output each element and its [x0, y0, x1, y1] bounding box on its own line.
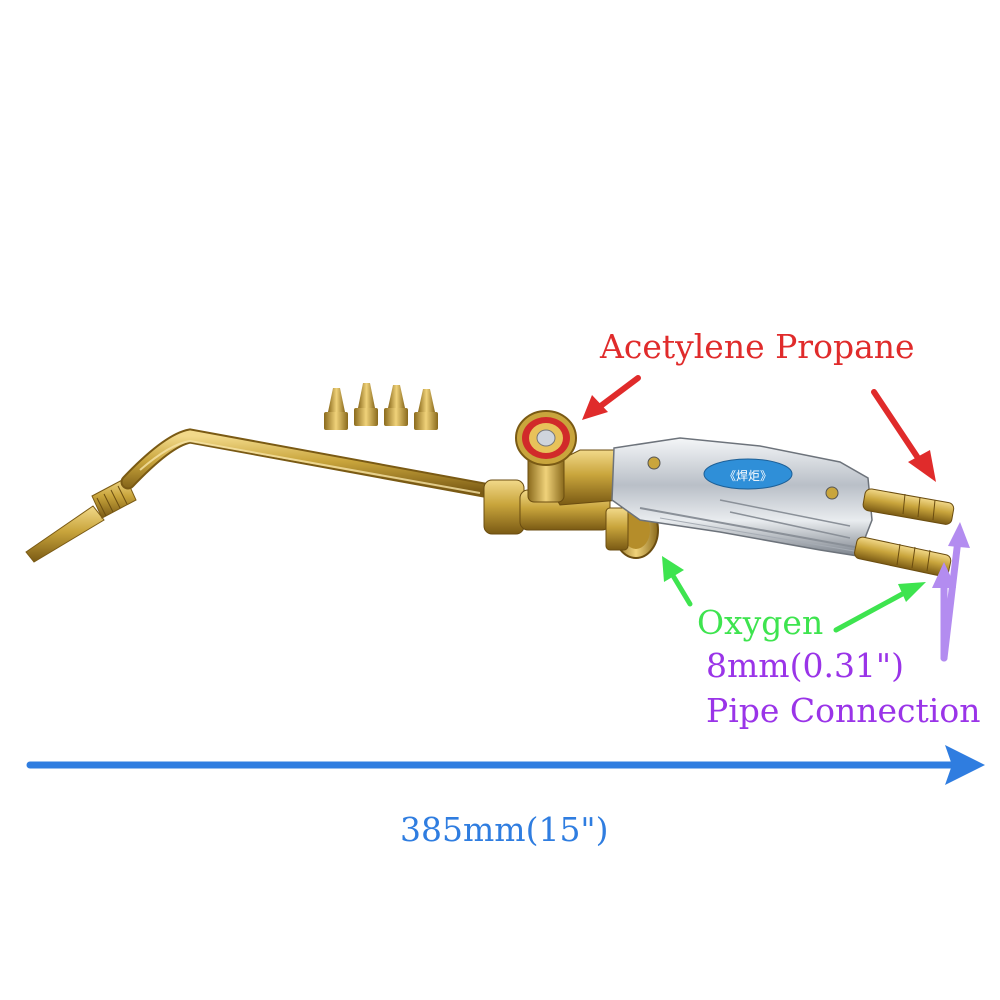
torch-tip: [25, 477, 137, 563]
spare-nozzle: [324, 388, 348, 430]
pipe-connection-label: Pipe Connection: [706, 691, 981, 730]
length-label: 385mm(15"): [400, 810, 609, 849]
spare-nozzles: [324, 383, 438, 430]
spare-nozzle: [414, 389, 438, 430]
length-arrow: [26, 745, 985, 785]
acetylene-valve-knob: [515, 410, 577, 466]
oxygen-hose-barb: [854, 536, 952, 577]
handle-badge-text: 《焊炬》: [724, 468, 772, 483]
hose-barbs: [854, 488, 955, 577]
brass-tube: [120, 428, 503, 500]
acetylene-arrow-barb: [871, 389, 936, 482]
pipe-connection-arrows: [932, 522, 970, 662]
pipe-size-label: 8mm(0.31"): [706, 646, 904, 685]
oxygen-arrow-barb: [833, 582, 926, 633]
oxygen-label: Oxygen: [697, 603, 824, 642]
chrome-handle: 《焊炬》: [611, 437, 873, 557]
handle-badge: 《焊炬》: [703, 458, 793, 490]
acetylene-hose-barb: [862, 488, 955, 525]
spare-nozzle: [354, 383, 378, 426]
spare-nozzle: [384, 385, 408, 426]
acetylene-propane-label: Acetylene Propane: [600, 327, 915, 366]
oxygen-arrow-valve: [662, 556, 693, 607]
acetylene-arrow-valve: [582, 375, 641, 420]
